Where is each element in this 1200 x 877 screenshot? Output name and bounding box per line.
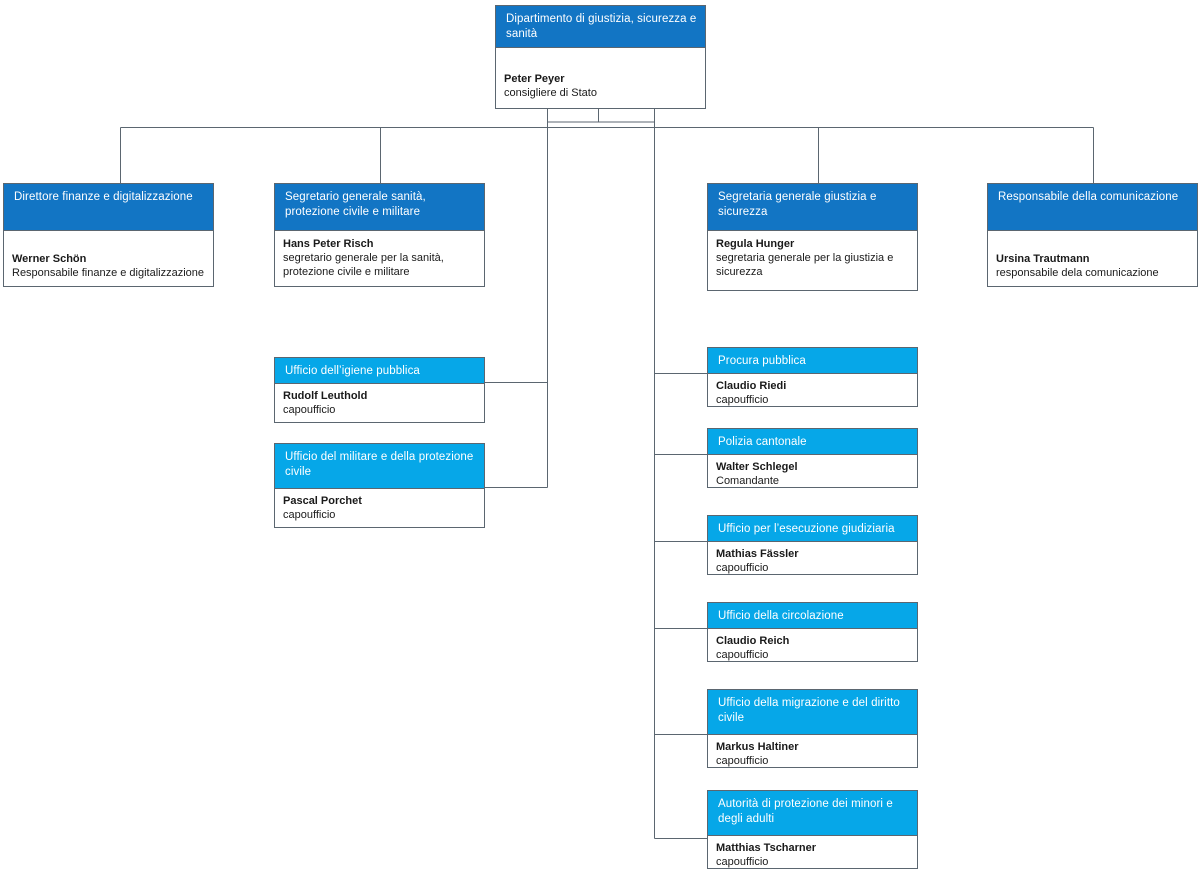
node-ufficio-igiene-pubblica[interactable]: Ufficio dell’igiene pubblica Rudolf Leut… <box>274 357 485 423</box>
person-name: Matthias Tscharner <box>716 842 817 854</box>
person-role: capoufficio <box>716 856 769 868</box>
node-body: Matthias Tscharner capoufficio <box>708 835 917 868</box>
node-title: Procura pubblica <box>708 348 917 373</box>
person-role: capoufficio <box>283 509 336 521</box>
person-role: consigliere di Stato <box>504 87 597 99</box>
node-body: Claudio Reich capoufficio <box>708 628 917 661</box>
node-title: Autorità di protezione dei minori e degl… <box>708 791 917 835</box>
node-body: Walter Schlegel Comandante <box>708 454 917 487</box>
person-role: segretaria generale per la giustizia e s… <box>716 252 894 278</box>
node-body: Ursina Trautmann responsabile dela comun… <box>988 230 1197 286</box>
person-role: Comandante <box>716 475 779 487</box>
node-body: Werner Schön Responsabile finanze e digi… <box>4 230 213 286</box>
node-body: Mathias Fässler capoufficio <box>708 541 917 574</box>
person-role: capoufficio <box>716 649 769 661</box>
node-body: Peter Peyer consigliere di Stato <box>496 47 705 108</box>
node-title: Segretaria generale giustizia e sicurezz… <box>708 184 917 230</box>
node-title: Segretario generale sanità, protezione c… <box>275 184 484 230</box>
person-name: Peter Peyer <box>504 73 565 85</box>
node-procura-pubblica[interactable]: Procura pubblica Claudio Riedi capouffic… <box>707 347 918 407</box>
node-body: Markus Haltiner capoufficio <box>708 734 917 767</box>
node-segretaria-generale-giustizia[interactable]: Segretaria generale giustizia e sicurezz… <box>707 183 918 291</box>
node-title: Responsabile della comunicazione <box>988 184 1197 230</box>
node-title: Direttore finanze e digitalizzazione <box>4 184 213 230</box>
person-name: Claudio Reich <box>716 635 790 647</box>
person-name: Rudolf Leuthold <box>283 390 368 402</box>
node-title: Ufficio della circolazione <box>708 603 917 628</box>
person-name: Walter Schlegel <box>716 461 798 473</box>
node-title: Ufficio della migrazione e del diritto c… <box>708 690 917 734</box>
person-name: Markus Haltiner <box>716 741 799 753</box>
node-ufficio-migrazione-diritto-civile[interactable]: Ufficio della migrazione e del diritto c… <box>707 689 918 768</box>
node-body: Pascal Porchet capoufficio <box>275 488 484 527</box>
node-title: Polizia cantonale <box>708 429 917 454</box>
node-dipartimento[interactable]: Dipartimento di giustizia, sicurezza e s… <box>495 5 706 109</box>
node-body: Rudolf Leuthold capoufficio <box>275 383 484 422</box>
person-role: capoufficio <box>283 404 336 416</box>
node-title: Ufficio del militare e della protezione … <box>275 444 484 488</box>
node-ufficio-circolazione[interactable]: Ufficio della circolazione Claudio Reich… <box>707 602 918 662</box>
person-name: Mathias Fässler <box>716 548 799 560</box>
node-direttore-finanze-digitalizzazione[interactable]: Direttore finanze e digitalizzazione Wer… <box>3 183 214 287</box>
node-body: Hans Peter Risch segretario generale per… <box>275 230 484 286</box>
person-name: Regula Hunger <box>716 238 795 250</box>
person-role: responsabile dela comunicazione <box>996 267 1159 279</box>
person-name: Claudio Riedi <box>716 380 787 392</box>
person-name: Pascal Porchet <box>283 495 362 507</box>
person-role: capoufficio <box>716 394 769 406</box>
node-title: Ufficio dell’igiene pubblica <box>275 358 484 383</box>
person-name: Werner Schön <box>12 253 87 265</box>
person-role: Responsabile finanze e digitalizzazione <box>12 267 205 279</box>
node-title: Ufficio per l’esecuzione giudiziaria <box>708 516 917 541</box>
node-autorita-protezione-minori-adulti[interactable]: Autorità di protezione dei minori e degl… <box>707 790 918 869</box>
node-segretario-generale-sanita[interactable]: Segretario generale sanità, protezione c… <box>274 183 485 287</box>
person-name: Hans Peter Risch <box>283 238 374 250</box>
node-ufficio-militare-protezione-civile[interactable]: Ufficio del militare e della protezione … <box>274 443 485 528</box>
node-body: Regula Hunger segretaria generale per la… <box>708 230 917 290</box>
node-polizia-cantonale[interactable]: Polizia cantonale Walter Schlegel Comand… <box>707 428 918 488</box>
person-name: Ursina Trautmann <box>996 253 1090 265</box>
node-ufficio-esecuzione-giudiziaria[interactable]: Ufficio per l’esecuzione giudiziaria Mat… <box>707 515 918 575</box>
person-role: capoufficio <box>716 755 769 767</box>
node-responsabile-comunicazione[interactable]: Responsabile della comunicazione Ursina … <box>987 183 1198 287</box>
person-role: capoufficio <box>716 562 769 574</box>
person-role: segretario generale per la sanità, prote… <box>283 252 444 278</box>
node-body: Claudio Riedi capoufficio <box>708 373 917 406</box>
node-title: Dipartimento di giustizia, sicurezza e s… <box>496 6 705 47</box>
